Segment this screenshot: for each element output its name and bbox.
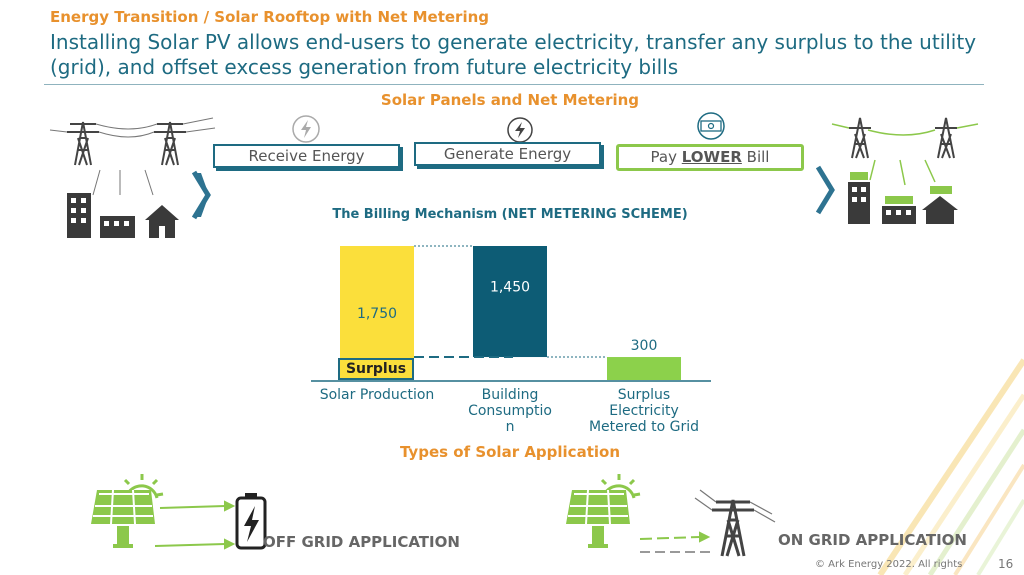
category-label-line: Solar Production: [320, 387, 435, 403]
office-building-icon: [848, 182, 870, 224]
bar-solar-production: [340, 246, 414, 380]
category-label: Solar Production: [320, 387, 435, 403]
page-number: 16: [998, 557, 1014, 571]
office-building-icon: [67, 193, 91, 238]
value-label-consumption: 1,450: [490, 280, 530, 296]
category-label-line: Consumptio: [468, 403, 552, 419]
house-icon: [145, 205, 179, 238]
solar-panel-icon: [91, 489, 155, 548]
transmission-tower-icon: [154, 121, 186, 166]
transmission-tower-icon: [67, 121, 99, 166]
lightning-circle-icon: [292, 115, 320, 143]
solar-grid-buildings-right-illustration: [831, 117, 979, 224]
category-label-line: Surplus: [618, 387, 670, 403]
off-grid-illustration: [91, 474, 267, 550]
pay-lower-bill-suffix: Bill: [741, 148, 770, 166]
pay-lower-bill-emphasis: LOWER: [681, 148, 742, 166]
page-headline: Installing Solar PV allows end-users to …: [50, 30, 977, 79]
solar-panel-icon: [885, 196, 913, 204]
factory-icon: [882, 206, 916, 224]
battery-icon: [235, 493, 267, 550]
category-label-line: Metered to Grid: [589, 419, 699, 435]
value-label-solar: 1,750: [357, 306, 397, 322]
category-label-line: n: [506, 419, 515, 435]
header-divider: [44, 84, 984, 85]
chevron-right-icon: [816, 165, 835, 215]
house-icon: [922, 196, 958, 224]
transmission-tower-icon: [712, 499, 754, 557]
section-kicker: Energy Transition / Solar Rooftop with N…: [50, 8, 490, 26]
bill-icon: [697, 112, 725, 140]
on-grid-illustration: [566, 474, 776, 557]
copyright-notice: © Ark Energy 2022. All rights: [815, 559, 963, 570]
off-grid-application-label: OFF GRID APPLICATION: [263, 533, 460, 551]
chevron-right-icon: [192, 170, 211, 220]
bar-surplus-metered: [607, 357, 681, 380]
factory-icon: [100, 216, 135, 238]
pay-lower-bill-step: Pay LOWER Bill: [616, 144, 804, 171]
solar-application-types-title: Types of Solar Application: [399, 443, 620, 461]
surplus-segment-label: Surplus: [338, 358, 414, 380]
solar-panel-icon: [566, 489, 630, 548]
receive-energy-step: Receive Energy: [213, 144, 400, 168]
generate-energy-step: Generate Energy: [414, 142, 601, 166]
value-label-surplus: 300: [631, 338, 658, 354]
category-label-line: Electricity: [609, 403, 679, 419]
panels-section-title: Solar Panels and Net Metering: [380, 91, 640, 109]
on-grid-application-label: ON GRID APPLICATION: [778, 531, 967, 549]
billing-chart-title: The Billing Mechanism (NET METERING SCHE…: [332, 207, 688, 222]
pay-lower-bill-prefix: Pay: [650, 148, 682, 166]
solar-panel-icon: [850, 172, 868, 180]
category-label-line: Building: [482, 387, 539, 403]
solar-panel-icon: [930, 186, 952, 194]
bar-building-consumption: [473, 246, 547, 358]
transmission-tower-icon: [849, 117, 871, 159]
grid-buildings-left-illustration: [49, 117, 216, 238]
transmission-tower-icon: [935, 117, 957, 159]
